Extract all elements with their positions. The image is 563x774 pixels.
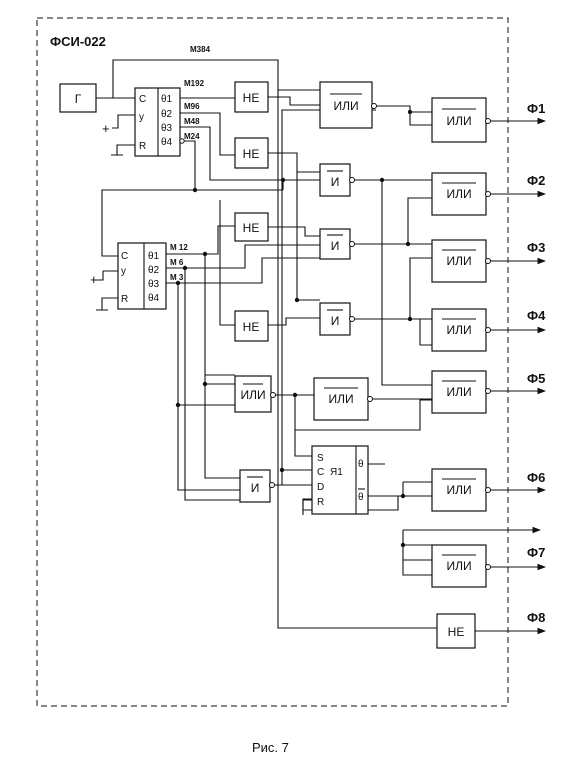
svg-text:И: И: [331, 239, 340, 253]
svg-text:R: R: [121, 294, 128, 305]
svg-text:НЕ: НЕ: [243, 320, 260, 334]
svg-text:ИЛИ: ИЛИ: [446, 385, 471, 399]
svg-text:ИЛИ: ИЛИ: [446, 559, 471, 573]
svg-text:И: И: [331, 314, 340, 328]
svg-text:θ1: θ1: [148, 251, 160, 262]
output-f5: Ф5: [527, 371, 545, 386]
svg-text:И: И: [331, 175, 340, 189]
not-gate-4: НЕ: [234, 310, 269, 342]
svg-text:НЕ: НЕ: [243, 221, 260, 235]
nand-gate-4: И: [239, 469, 275, 503]
svg-text:θ2: θ2: [161, 109, 173, 120]
nor-gate-1: ИЛИ: [319, 81, 377, 129]
tap-m24: M24: [184, 132, 200, 141]
output-f1: Ф1: [527, 101, 545, 116]
nor-gate-out-1: ИЛИ: [431, 97, 491, 143]
tap-m192: M192: [184, 79, 205, 88]
tap-m96: M96: [184, 102, 200, 111]
svg-text:θ: θ: [358, 492, 364, 503]
nand-gate-3: И: [319, 302, 355, 336]
figure-caption: Рис. 7: [252, 740, 289, 755]
nor-gate-mid-1: ИЛИ: [234, 375, 276, 413]
plus-label-2: +: [90, 272, 98, 287]
svg-text:НЕ: НЕ: [448, 625, 465, 639]
not-gate-3: НЕ: [234, 212, 269, 242]
nor-gate-out-4: ИЛИ: [431, 308, 491, 352]
svg-text:θ4: θ4: [161, 137, 173, 148]
not-gate-2: НЕ: [234, 137, 269, 169]
svg-text:D: D: [317, 482, 324, 493]
svg-text:ИЛИ: ИЛИ: [446, 187, 471, 201]
svg-text:Я1: Я1: [330, 467, 343, 478]
svg-text:И: И: [251, 481, 260, 495]
svg-text:НЕ: НЕ: [243, 91, 260, 105]
nor-gate-out-2: ИЛИ: [431, 172, 491, 216]
svg-text:ИЛИ: ИЛИ: [240, 388, 265, 402]
svg-text:ИЛИ: ИЛИ: [446, 254, 471, 268]
svg-text:C: C: [317, 467, 324, 478]
svg-text:θ2: θ2: [148, 265, 160, 276]
generator-label: Г: [75, 92, 82, 106]
svg-text:C: C: [121, 251, 128, 262]
counter-1: C y R θ1 θ2 θ3 θ4: [134, 87, 185, 157]
svg-text:R: R: [139, 141, 146, 152]
output-f8: Ф8: [527, 610, 545, 625]
svg-text:ИЛИ: ИЛИ: [446, 323, 471, 337]
output-f6: Ф6: [527, 470, 545, 485]
nor-gate-out-6: ИЛИ: [431, 468, 491, 512]
trigger-block: S C D R Я1 θ θ: [311, 445, 369, 515]
svg-text:ИЛИ: ИЛИ: [446, 483, 471, 497]
svg-text:НЕ: НЕ: [243, 147, 260, 161]
output-f7: Ф7: [527, 545, 545, 560]
generator-block: Г: [59, 83, 97, 113]
output-labels: Ф1 Ф2 Ф3 Ф4 Ф5 Ф6 Ф7 Ф8: [527, 101, 546, 625]
tap-m48: M48: [184, 117, 200, 126]
svg-text:θ3: θ3: [161, 123, 173, 134]
plus-label-1: +: [102, 121, 110, 136]
svg-text:y: y: [121, 266, 126, 277]
svg-text:θ4: θ4: [148, 293, 160, 304]
nor-gate-out-5: ИЛИ: [431, 370, 491, 414]
svg-text:y: y: [139, 112, 144, 123]
svg-text:ИЛИ: ИЛИ: [328, 392, 353, 406]
tap-m12: M 12: [170, 243, 188, 252]
nor-gate-out-7: ИЛИ: [431, 544, 491, 588]
module-title: ФСИ-022: [50, 34, 106, 49]
tap-m3: M 3: [170, 273, 184, 282]
nor-gate-out-3: ИЛИ: [431, 239, 491, 283]
svg-text:ИЛИ: ИЛИ: [446, 114, 471, 128]
svg-text:θ: θ: [358, 459, 364, 470]
svg-text:R: R: [317, 497, 324, 508]
svg-text:ИЛИ: ИЛИ: [333, 99, 358, 113]
nor-gate-mid-2: ИЛИ: [313, 377, 373, 421]
nand-gate-2: И: [319, 228, 355, 260]
output-f3: Ф3: [527, 240, 545, 255]
tap-m6: M 6: [170, 258, 184, 267]
output-f4: Ф4: [527, 308, 546, 323]
svg-text:θ1: θ1: [161, 94, 173, 105]
svg-text:S: S: [317, 453, 324, 464]
output-f2: Ф2: [527, 173, 545, 188]
module-border: [36, 17, 509, 707]
nand-gate-1: И: [319, 163, 355, 197]
svg-text:C: C: [139, 94, 146, 105]
tap-m384: M384: [190, 45, 211, 54]
junctions: [175, 109, 413, 548]
not-gate-1: НЕ: [234, 81, 269, 113]
counter-2: C y R θ1 θ2 θ3 θ4: [117, 242, 167, 310]
svg-text:θ3: θ3: [148, 279, 160, 290]
not-gate-5: НЕ: [436, 613, 476, 649]
